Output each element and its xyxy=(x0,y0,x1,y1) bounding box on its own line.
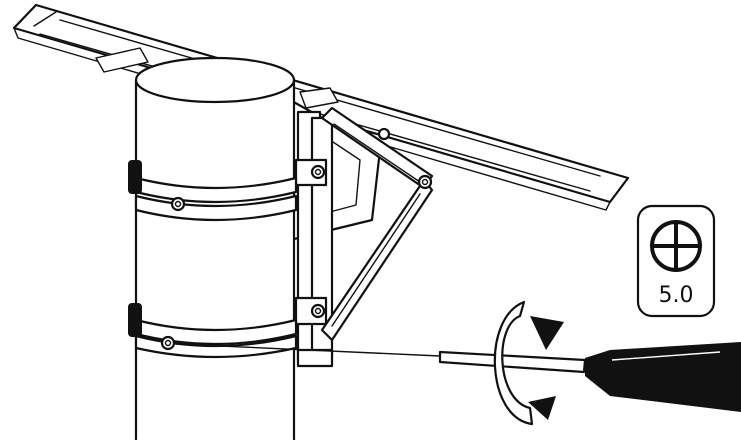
phillips-screw-head-icon xyxy=(650,220,702,272)
clockwise-rotation-arrow-icon xyxy=(493,300,564,426)
upper-hose-clamp xyxy=(128,160,298,222)
screw-size-label: 5.0 xyxy=(659,283,694,308)
screw-size-badge: 5.0 xyxy=(636,204,716,318)
screwdriver xyxy=(175,342,741,412)
mount-bracket xyxy=(288,98,434,368)
mounting-pole xyxy=(134,56,296,440)
solar-panel xyxy=(12,3,630,211)
